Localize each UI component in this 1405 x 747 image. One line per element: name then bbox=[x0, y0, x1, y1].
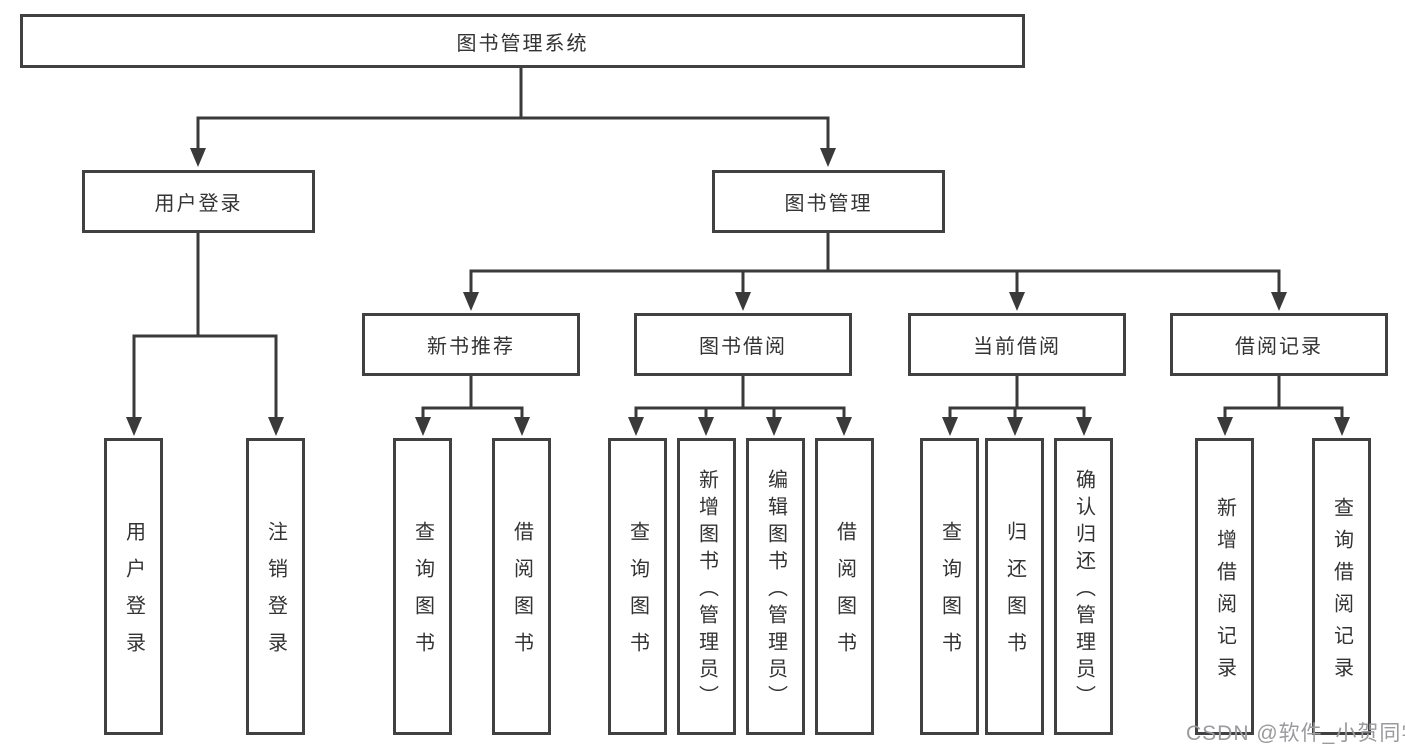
connector-book-borrow-to-leaves bbox=[628, 374, 852, 436]
leaf-query-borrow-record: 查询借阅记录 bbox=[1312, 438, 1371, 735]
leaf-logout-login-label: 注销登录 bbox=[264, 521, 287, 669]
csdn-watermark: CSDN @软件_小贺同学 bbox=[1186, 722, 1405, 745]
node-root: 图书管理系统 bbox=[20, 14, 1025, 68]
leaf-return-book: 归还图书 bbox=[985, 438, 1044, 735]
node-book-borrow: 图书借阅 bbox=[634, 313, 852, 376]
node-user-login-label: 用户登录 bbox=[154, 193, 243, 215]
leaf-borrow-book-1-label: 借阅图书 bbox=[510, 521, 533, 669]
leaf-confirm-return-admin-label: 确认归还（管理员） bbox=[1072, 468, 1095, 712]
node-borrow-record-label: 借阅记录 bbox=[1235, 336, 1323, 358]
connector-borrow-record-to-leaves bbox=[1217, 374, 1350, 436]
node-book-management: 图书管理 bbox=[712, 170, 945, 233]
leaf-add-book-admin-label: 新增图书（管理员） bbox=[695, 468, 718, 712]
leaf-query-book-3-label: 查询图书 bbox=[938, 521, 961, 669]
leaf-query-book-1: 查询图书 bbox=[393, 438, 452, 735]
leaf-confirm-return-admin: 确认归还（管理员） bbox=[1054, 438, 1113, 735]
node-book-borrow-label: 图书借阅 bbox=[699, 336, 787, 358]
node-current-borrow-label: 当前借阅 bbox=[973, 336, 1061, 358]
leaf-user-login-label: 用户登录 bbox=[122, 521, 145, 669]
node-book-management-label: 图书管理 bbox=[784, 193, 873, 215]
node-new-book-recommend-label: 新书推荐 bbox=[427, 336, 515, 358]
node-user-login: 用户登录 bbox=[82, 170, 315, 233]
leaf-add-borrow-record: 新增借阅记录 bbox=[1195, 438, 1254, 735]
leaf-query-book-2: 查询图书 bbox=[608, 438, 667, 735]
connector-root-to-level2 bbox=[190, 66, 836, 167]
leaf-user-login: 用户登录 bbox=[104, 438, 163, 735]
leaf-borrow-book-1: 借阅图书 bbox=[492, 438, 551, 735]
leaf-add-book-admin: 新增图书（管理员） bbox=[677, 438, 736, 735]
leaf-edit-book-admin-label: 编辑图书（管理员） bbox=[764, 468, 787, 712]
node-current-borrow: 当前借阅 bbox=[908, 313, 1126, 376]
node-root-label: 图书管理系统 bbox=[456, 32, 589, 55]
leaf-query-book-3: 查询图书 bbox=[920, 438, 979, 735]
leaf-query-book-2-label: 查询图书 bbox=[626, 521, 649, 669]
connector-user-login-to-leaves bbox=[126, 231, 284, 436]
leaf-borrow-book-2-label: 借阅图书 bbox=[833, 521, 856, 669]
leaf-edit-book-admin: 编辑图书（管理员） bbox=[746, 438, 805, 735]
connector-current-borrow-to-leaves bbox=[942, 374, 1092, 436]
connector-new-book-recommend-to-leaves bbox=[415, 374, 530, 436]
leaf-return-book-label: 归还图书 bbox=[1003, 521, 1026, 669]
leaf-query-book-1-label: 查询图书 bbox=[411, 521, 434, 669]
leaf-logout-login: 注销登录 bbox=[246, 438, 305, 735]
connector-book-management-to-level3 bbox=[463, 231, 1287, 311]
leaf-borrow-book-2: 借阅图书 bbox=[815, 438, 874, 735]
leaf-add-borrow-record-label: 新增借阅记录 bbox=[1213, 496, 1236, 689]
leaf-query-borrow-record-label: 查询借阅记录 bbox=[1330, 496, 1353, 689]
node-borrow-record: 借阅记录 bbox=[1170, 313, 1388, 376]
node-new-book-recommend: 新书推荐 bbox=[362, 313, 580, 376]
